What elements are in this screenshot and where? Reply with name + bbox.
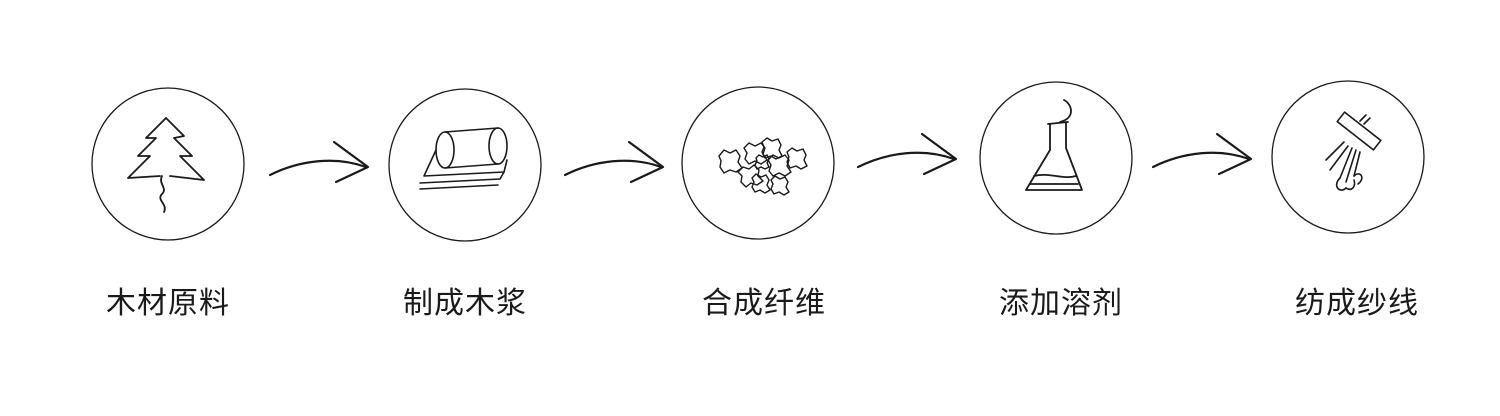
step-label-4: 添加溶剂: [999, 286, 1123, 321]
fiber-flakes-icon: [718, 137, 808, 196]
step-circle-4: [979, 81, 1133, 235]
step-circle-1: [91, 87, 245, 241]
step-label-5: 纺成纱线: [1295, 286, 1419, 321]
step-label-2: 制成木浆: [403, 286, 527, 321]
arrow-3-icon: [856, 132, 958, 176]
arrow-4-icon: [1151, 132, 1253, 176]
step-circle-3: [681, 86, 835, 240]
arrow-1-icon: [268, 140, 370, 184]
arrow-2-icon: [563, 140, 665, 184]
spinneret-icon: [1325, 111, 1382, 191]
step-circle-5: [1271, 80, 1425, 234]
pulp-roll-icon: [419, 127, 508, 190]
step-label-3: 合成纤维: [702, 286, 826, 321]
step-circle-2: [388, 88, 542, 242]
flask-icon: [1025, 99, 1083, 191]
tree-icon: [127, 117, 205, 213]
step-label-1: 木材原料: [106, 286, 230, 321]
